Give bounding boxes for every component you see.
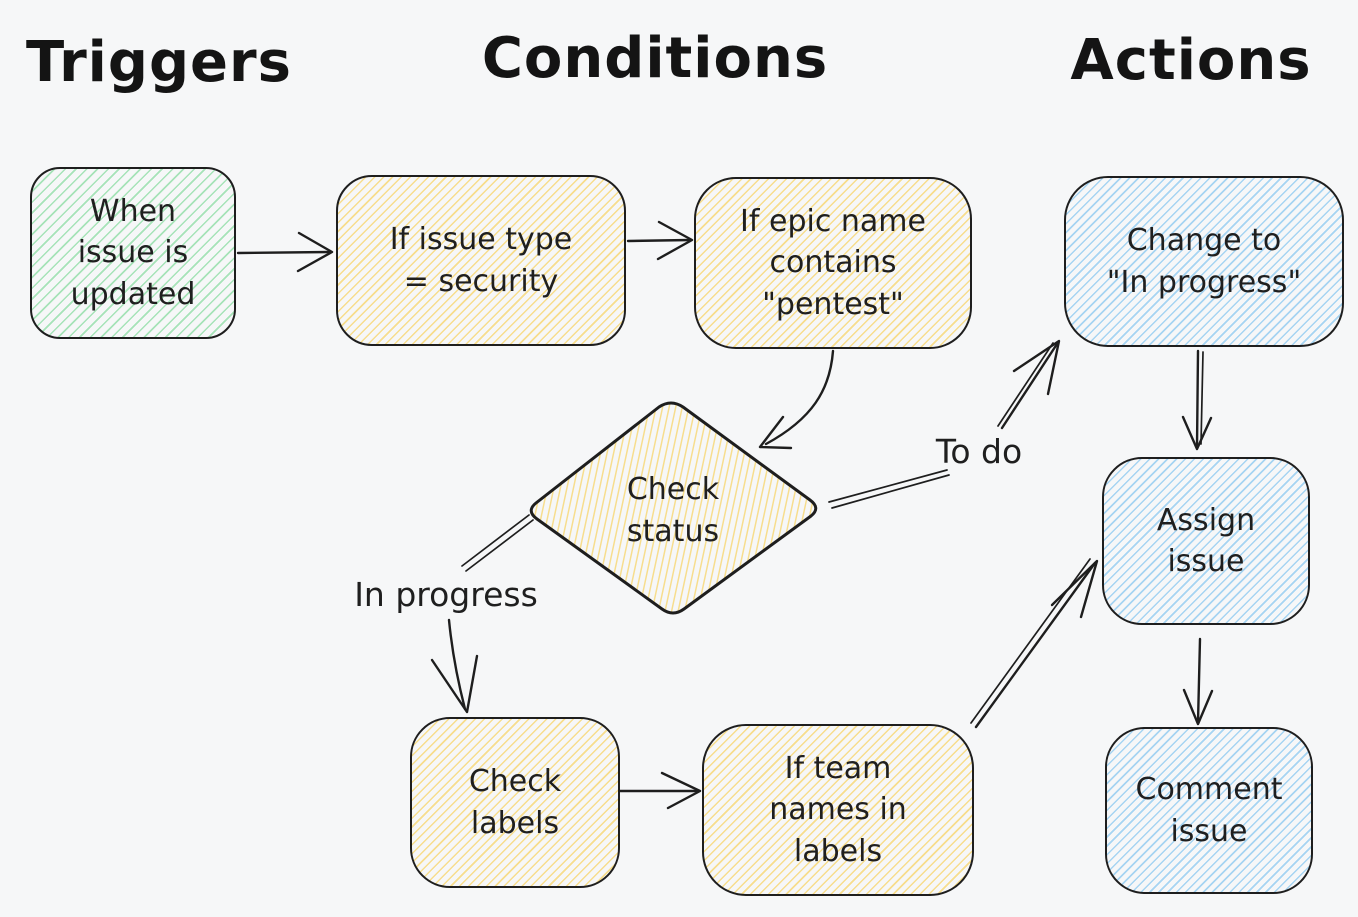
node-decision-check-status-label: Check status <box>626 472 720 549</box>
edge-check-status-to-inprogress-line1 <box>461 514 530 567</box>
column-header-actions: Actions <box>1070 28 1312 93</box>
edge-change-status-to-assign-arrowhead <box>1181 415 1213 451</box>
edge-assign-to-comment-arrowhead <box>1182 688 1214 726</box>
edge-change-status-to-assign-echo <box>1200 351 1204 445</box>
edge-label-to-do: To do <box>935 432 1023 471</box>
edge-trigger-to-issue-type-arrowhead <box>296 231 334 273</box>
node-label: Comment issue <box>1135 772 1283 849</box>
edge-team-names-to-assign-echo <box>970 558 1091 724</box>
edge-issue-type-to-epic-name-arrowhead <box>656 220 694 261</box>
edge-epic-name-to-check-status-arrowhead <box>758 415 793 450</box>
edge-trigger-to-issue-type <box>236 250 332 255</box>
node-action-change-to-in-progress: Change to "In progress" <box>1064 176 1344 347</box>
edge-assign-to-comment <box>1196 637 1202 724</box>
node-label: If epic name contains "pentest" <box>740 203 926 322</box>
node-label: Check labels <box>468 764 562 841</box>
edge-inprogress-to-check-labels-arrowhead <box>430 654 479 714</box>
node-label: When issue is updated <box>70 193 196 312</box>
edge-label-in-progress: In progress <box>354 575 538 614</box>
column-header-triggers: Triggers <box>26 30 292 95</box>
edge-team-names-to-assign <box>974 561 1097 729</box>
edge-check-status-to-inprogress-line2 <box>465 519 534 572</box>
edge-check-status-to-todo-line1 <box>828 469 948 503</box>
node-label: Change to "In progress" <box>1106 223 1302 300</box>
edge-todo-to-change-status-arrowhead <box>1012 339 1061 396</box>
edge-check-status-to-todo-line2 <box>831 474 950 509</box>
edge-todo-to-change-status-echo <box>997 342 1054 427</box>
edge-change-status-to-assign <box>1195 349 1200 449</box>
node-condition-check-labels: Check labels <box>410 717 620 888</box>
column-header-conditions: Conditions <box>481 26 829 91</box>
node-condition-epic-name-pentest: If epic name contains "pentest" <box>694 177 972 349</box>
node-label: If team names in labels <box>769 750 907 869</box>
edge-epic-name-to-check-status <box>764 349 835 446</box>
node-trigger-when-issue-updated: When issue is updated <box>30 167 236 339</box>
edge-issue-type-to-epic-name <box>626 238 692 243</box>
edge-todo-to-change-status <box>1000 342 1059 430</box>
node-condition-issue-type-security: If issue type = security <box>336 175 626 346</box>
edge-check-labels-to-team-names-arrowhead <box>660 771 702 810</box>
edge-inprogress-to-check-labels <box>447 618 467 711</box>
node-action-comment-issue: Comment issue <box>1105 727 1313 894</box>
node-label: If issue type = security <box>389 222 573 299</box>
edge-team-names-to-assign-arrowhead <box>1050 559 1099 619</box>
node-label: Assign issue <box>1156 502 1256 579</box>
node-action-assign-issue: Assign issue <box>1102 457 1310 625</box>
node-condition-team-names-in-labels: If team names in labels <box>702 724 974 896</box>
